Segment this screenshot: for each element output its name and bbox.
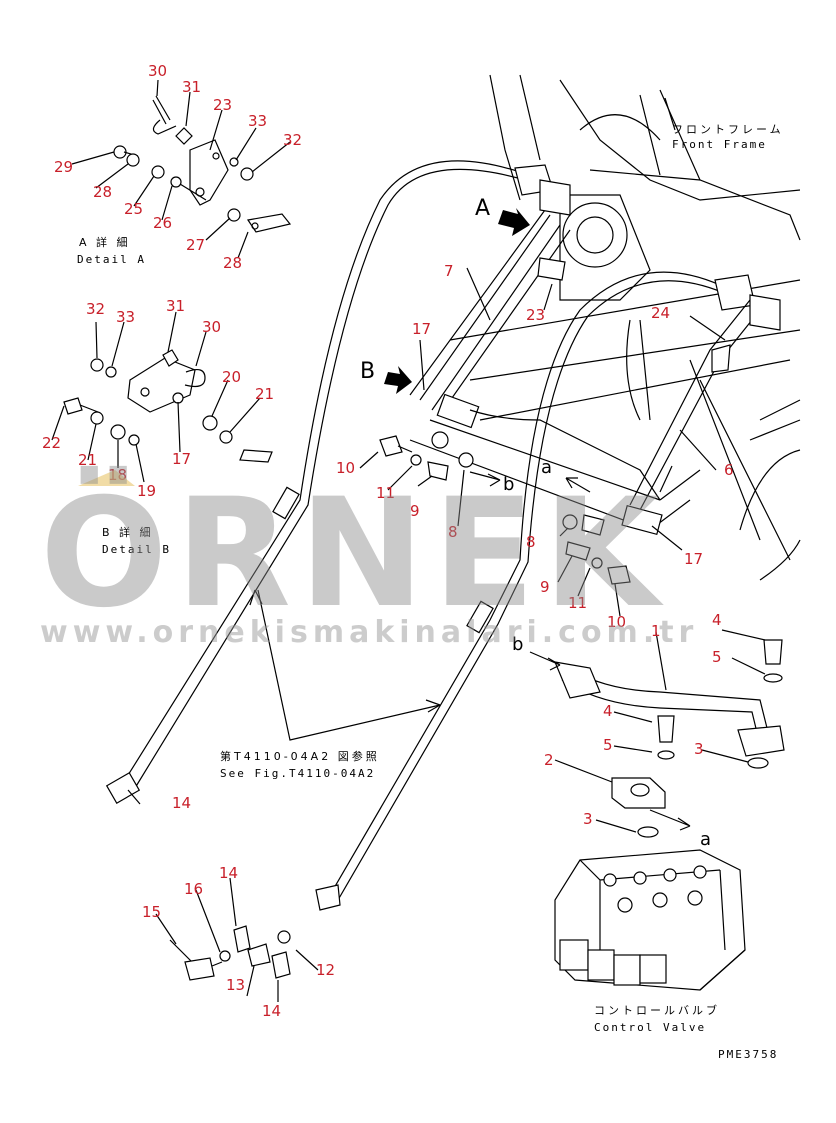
- callout-3b: 3: [583, 810, 593, 828]
- callout-4a: 4: [712, 611, 722, 629]
- detail-a-en: Detail A: [77, 253, 146, 266]
- marker-b2: b: [512, 634, 523, 655]
- callout-11a: 11: [376, 484, 395, 502]
- callout-14b: 14: [219, 864, 238, 882]
- front-frame-jp: フロントフレーム: [672, 123, 784, 136]
- leader-lines: [51, 79, 766, 1002]
- front-frame-label: フロントフレーム Front Frame: [664, 97, 784, 151]
- callout-25: 25: [124, 200, 143, 218]
- callout-16: 16: [184, 880, 203, 898]
- control-valve-jp: コントロールバルブ: [594, 1003, 720, 1017]
- callout-30b: 30: [202, 318, 221, 336]
- callout-21a: 21: [255, 385, 274, 403]
- callout-8b: 8: [526, 533, 536, 551]
- callout-24: 24: [651, 304, 670, 322]
- callout-26: 26: [153, 214, 172, 232]
- watermark-accent-icon: [78, 470, 135, 486]
- pipe-24: [621, 294, 781, 536]
- control-valve-en: Control Valve: [594, 1021, 706, 1034]
- pipe-1: [554, 639, 785, 769]
- marker-b1: b: [503, 474, 514, 495]
- marker-a1: a: [541, 457, 552, 478]
- callout-21b: 21: [78, 451, 97, 469]
- arrow-A-icon: [498, 208, 530, 236]
- callout-8a: 8: [448, 523, 458, 541]
- callout-9a: 9: [410, 502, 420, 520]
- callout-17c: 17: [684, 550, 703, 568]
- callout-27: 27: [186, 236, 205, 254]
- arrow-B-icon: [384, 366, 412, 394]
- hose-right: [315, 271, 756, 911]
- callout-29: 29: [54, 158, 73, 176]
- fitting-2: [611, 715, 675, 838]
- callout-5a: 5: [712, 648, 722, 666]
- callout-9b: 9: [540, 578, 550, 596]
- pipe-7: [409, 179, 571, 429]
- callout-19: 19: [137, 482, 156, 500]
- see-fig-en: See Fig.T4110-04A2: [220, 767, 375, 780]
- hardware-bottom-left: [169, 925, 291, 981]
- callout-23a: 23: [213, 96, 232, 114]
- callout-23b: 23: [526, 306, 545, 324]
- callout-32a: 32: [283, 131, 302, 149]
- see-fig-label: 第T4110-04A2 図参照 See Fig.T4110-04A2: [220, 589, 441, 780]
- callout-15: 15: [142, 903, 161, 921]
- callout-2: 2: [544, 751, 554, 769]
- callout-3a: 3: [694, 740, 704, 758]
- callout-22: 22: [42, 434, 61, 452]
- detail-a: A 詳 細 Detail A: [77, 95, 292, 266]
- callout-31a: 31: [182, 78, 201, 96]
- arrow-a2-icon: [649, 809, 691, 831]
- front-frame-en: Front Frame: [672, 138, 767, 151]
- callout-14a: 14: [172, 794, 191, 812]
- callout-33b: 33: [116, 308, 135, 326]
- callout-1: 1: [651, 622, 661, 640]
- callout-10b: 10: [607, 613, 626, 631]
- callout-7: 7: [444, 262, 454, 280]
- control-valve-label: コントロールバルブ Control Valve: [594, 1003, 720, 1034]
- watermark: ÖRNEK www.ornekismakinalari.com.tr: [40, 465, 698, 650]
- callout-14c: 14: [262, 1002, 281, 1020]
- callout-6: 6: [724, 461, 734, 479]
- marker-B: B: [360, 359, 375, 384]
- callout-5b: 5: [603, 736, 613, 754]
- callout-32b: 32: [86, 300, 105, 318]
- arrow-b2-icon: [529, 651, 561, 671]
- callout-10a: 10: [336, 459, 355, 477]
- control-valve: [554, 849, 746, 991]
- watermark-url: www.ornekismakinalari.com.tr: [40, 615, 698, 650]
- callout-28a: 28: [93, 183, 112, 201]
- hose-left: [105, 160, 554, 804]
- detail-b-jp: B 詳 細: [102, 525, 154, 539]
- callout-17b: 17: [412, 320, 431, 338]
- callout-4b: 4: [603, 702, 613, 720]
- detail-b: B 詳 細 Detail B: [63, 349, 273, 556]
- callout-33a: 33: [248, 112, 267, 130]
- callout-30a: 30: [148, 62, 167, 80]
- drawing-code: PME3758: [718, 1048, 778, 1061]
- detail-a-jp: A 詳 細: [79, 235, 131, 249]
- arrow-b1-icon: [469, 471, 501, 487]
- pipe-6: [469, 409, 661, 501]
- callout-17a: 17: [172, 450, 191, 468]
- watermark-brand: ÖRNEK: [40, 465, 667, 641]
- callout-31b: 31: [166, 297, 185, 315]
- marker-a2: a: [700, 829, 711, 850]
- see-fig-jp: 第T4110-04A2 図参照: [220, 749, 380, 763]
- callout-13: 13: [226, 976, 245, 994]
- callout-11b: 11: [568, 594, 587, 612]
- arrow-a1-icon: [565, 477, 591, 493]
- hardware-center: [379, 431, 631, 585]
- direction-markers: A B a a b b: [360, 196, 711, 850]
- callout-20: 20: [222, 368, 241, 386]
- detail-b-en: Detail B: [102, 543, 171, 556]
- marker-A: A: [475, 196, 490, 221]
- callout-28b: 28: [223, 254, 242, 272]
- callout-12: 12: [316, 961, 335, 979]
